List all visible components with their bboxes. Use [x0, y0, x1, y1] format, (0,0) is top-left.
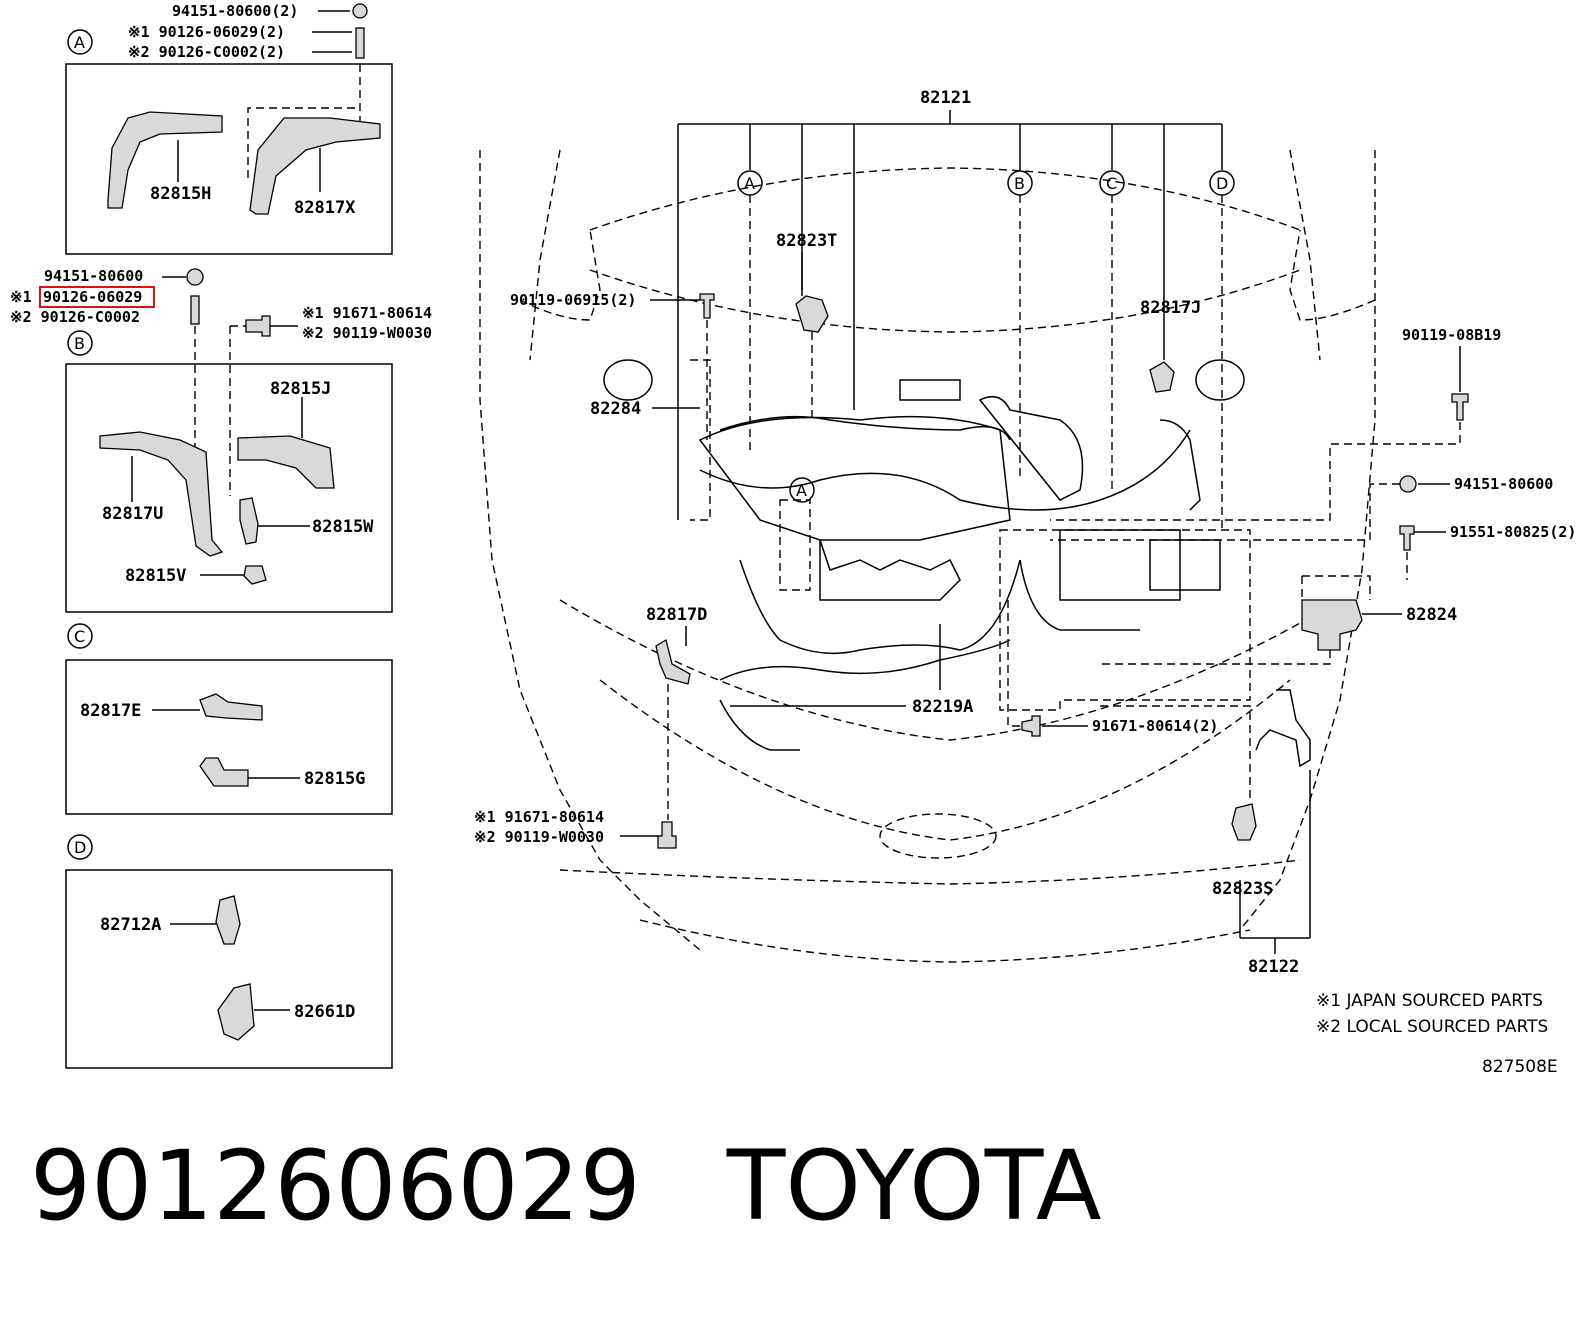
label-low-bolt-1: ※1 91671-80614 [474, 808, 604, 826]
bolt-icon [1021, 715, 1041, 737]
bracket-82817j-icon [1149, 361, 1175, 393]
engine-bay-illustration: 82121 A B C D [474, 88, 1576, 977]
label-90119-08b19: 90119-08B19 [1402, 326, 1501, 344]
label-a-nut: 94151-80600(2) [172, 2, 298, 20]
label-82823t: 82823T [776, 231, 837, 251]
label-low-bolt-2: ※2 90119-W0030 [474, 828, 604, 846]
clip-82815v-icon [243, 565, 267, 585]
bolt-icon [245, 315, 271, 337]
part-number: 9012606029 [30, 1130, 641, 1242]
bracket-82815w-icon [239, 497, 259, 545]
nut-icon [186, 268, 204, 286]
bracket-82817u-icon [99, 431, 224, 557]
section-a: A 94151-80600(2) ※1 90126-06029(2) ※2 90… [65, 2, 393, 255]
label-82661d: 82661D [294, 1002, 355, 1022]
bracket-82817x-icon [249, 117, 381, 215]
label-82815w: 82815W [312, 517, 374, 537]
label-82823s: 82823S [1212, 879, 1273, 899]
label-b-mark-1: ※1 [10, 288, 32, 306]
sensor-82823t-icon [795, 295, 829, 333]
label-82815v: 82815V [125, 566, 186, 586]
label-a-stud-2: ※2 90126-C0002(2) [128, 43, 285, 61]
note-local-sourced: ※2 LOCAL SOURCED PARTS [1316, 1017, 1548, 1037]
label-a-stud-1: ※1 90126-06029(2) [128, 23, 285, 41]
bracket-82817e-icon [199, 693, 263, 721]
brand-name: TOYOTA [726, 1130, 1102, 1242]
parts-diagram: A 94151-80600(2) ※1 90126-06029(2) ※2 90… [10, 2, 1576, 1077]
clip-82661d-icon [217, 983, 255, 1041]
bracket-82817d-icon [655, 638, 691, 685]
section-d: D 82712A 82661D [65, 834, 393, 1069]
label-82219a: 82219A [912, 697, 973, 717]
section-a-marker: A [74, 33, 85, 52]
illustration-code: 827508E [1482, 1057, 1558, 1077]
marker-d: D [1216, 174, 1228, 193]
marker-a-inner: A [796, 481, 807, 500]
bolt-icon [1451, 393, 1469, 421]
footer: 9012606029 TOYOTA [30, 1130, 1102, 1250]
label-82817d: 82817D [646, 605, 707, 625]
label-82815g: 82815G [304, 769, 365, 789]
label-90119-06915: 90119-06915(2) [510, 291, 636, 309]
marker-c: C [1106, 174, 1117, 193]
section-d-marker: D [74, 838, 86, 857]
label-82122: 82122 [1248, 957, 1299, 977]
label-b-bolt-2: ※2 90119-W0030 [302, 324, 432, 342]
label-b-stud-2: ※2 90126-C0002 [10, 308, 140, 326]
nut-icon [352, 3, 368, 19]
label-b-bolt-1: ※1 91671-80614 [302, 304, 432, 322]
label-91551-80825: 91551-80825(2) [1450, 523, 1576, 541]
label-82817x: 82817X [294, 198, 356, 218]
label-82815j: 82815J [270, 379, 331, 399]
section-c-marker: C [74, 627, 85, 646]
section-b-marker: B [74, 334, 85, 353]
label-82817u: 82817U [102, 504, 163, 524]
label-82121: 82121 [920, 88, 971, 108]
label-b-nut: 94151-80600 [44, 267, 143, 285]
note-japan-sourced: ※1 JAPAN SOURCED PARTS [1316, 991, 1543, 1011]
sensor-82712a-icon [215, 895, 241, 945]
highlight-box [39, 286, 155, 308]
bracket-82815h-icon [107, 111, 223, 209]
stud-icon [190, 295, 200, 325]
bolt-icon [1399, 525, 1415, 551]
section-c: C 82817E 82815G [65, 623, 393, 815]
bracket-82815g-icon [199, 757, 249, 787]
label-82712a: 82712A [100, 915, 161, 935]
module-82824-icon [1301, 599, 1363, 651]
bolt-icon [699, 293, 715, 319]
bolt-icon [657, 821, 677, 849]
stud-icon [355, 27, 365, 59]
section-b: 94151-80600 ※1 90126-06029 ※2 90126-C000… [10, 267, 432, 613]
label-82817j: 82817J [1140, 298, 1201, 318]
label-91671-80614-2: 91671-80614(2) [1092, 717, 1218, 735]
label-82817e: 82817E [80, 701, 141, 721]
label-82824: 82824 [1406, 605, 1457, 625]
nut-icon [1399, 475, 1417, 493]
label-82815h: 82815H [150, 184, 211, 204]
bracket-82815j-icon [237, 435, 335, 489]
marker-b: B [1014, 174, 1025, 193]
label-b-stud-1: 90126-06029 [43, 288, 142, 306]
sensor-82823s-icon [1231, 803, 1257, 841]
label-94151-80600: 94151-80600 [1454, 475, 1553, 493]
label-82284: 82284 [590, 399, 641, 419]
marker-a: A [744, 174, 755, 193]
